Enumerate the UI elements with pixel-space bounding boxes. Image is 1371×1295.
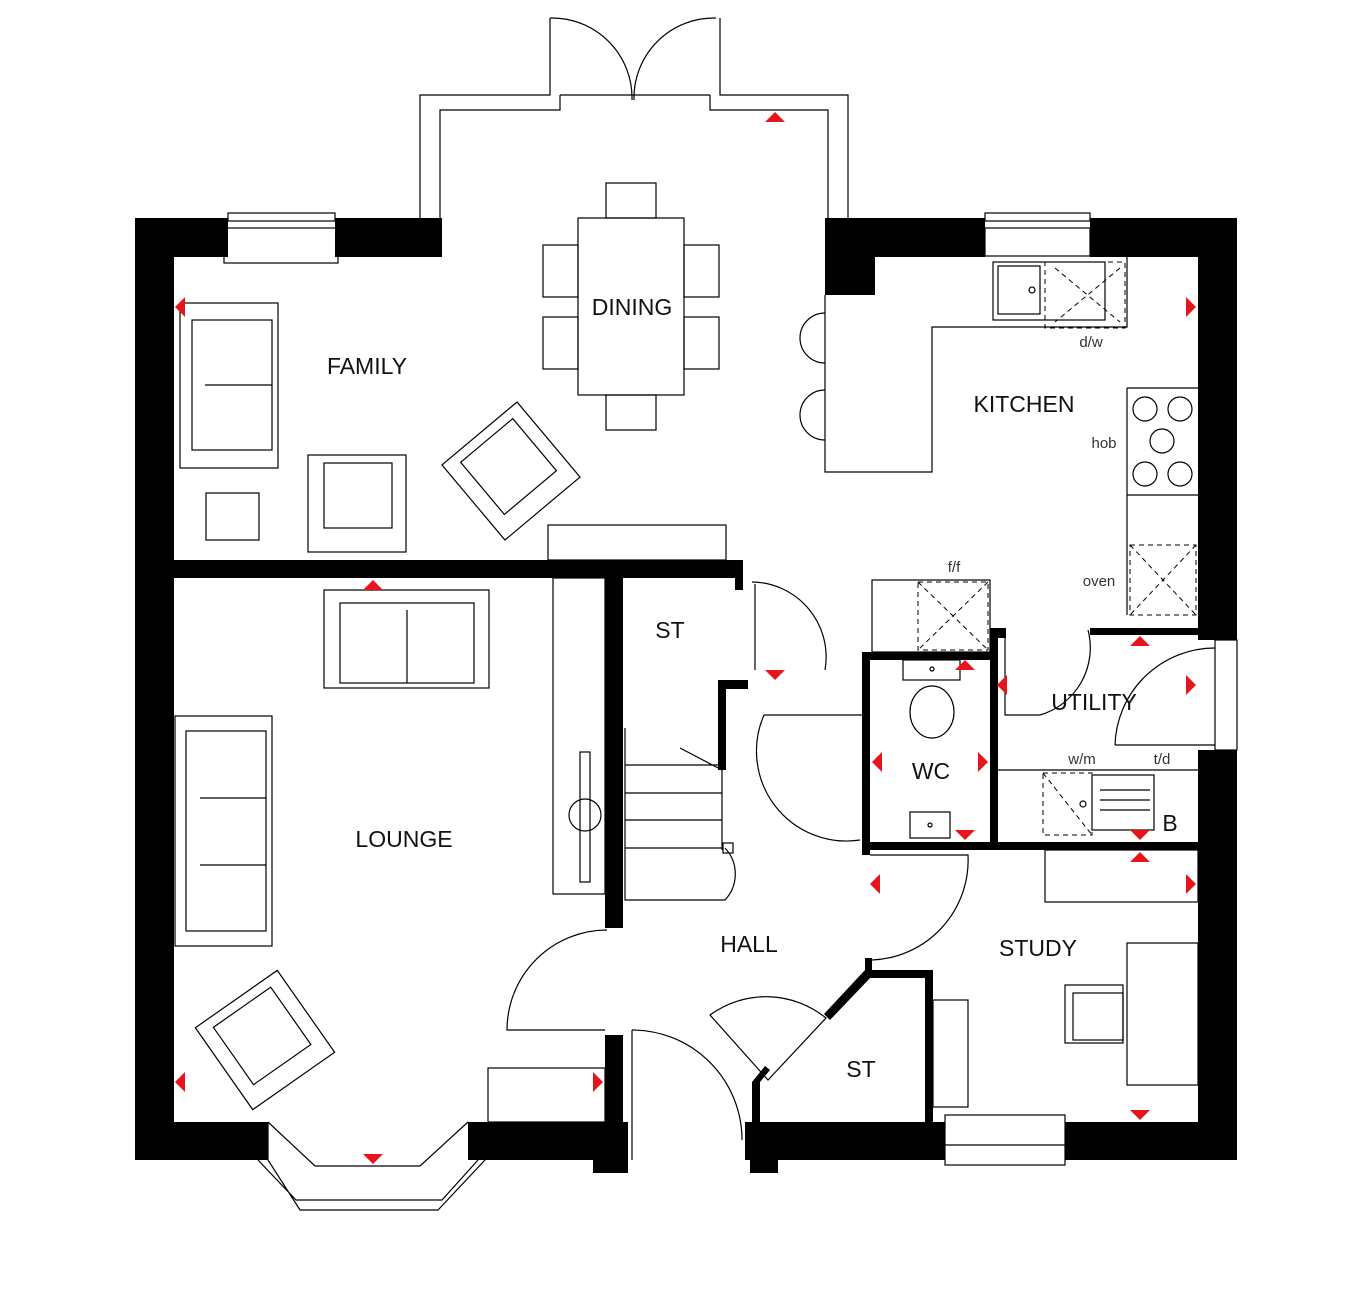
- room-label-wc: WC: [912, 758, 950, 784]
- label-fridge-freezer: f/f: [948, 559, 961, 576]
- label-dishwasher: d/w: [1079, 334, 1103, 351]
- label-tumble-dryer: t/d: [1154, 751, 1171, 768]
- room-label-dining: DINING: [592, 294, 673, 320]
- label-oven: oven: [1083, 573, 1116, 590]
- room-label-utility: UTILITY: [1051, 689, 1137, 715]
- room-labels: FAMILY DINING KITCHEN LOUNGE ST WC UTILI…: [327, 294, 1137, 1082]
- room-label-study: STUDY: [999, 935, 1077, 961]
- room-label-lounge: LOUNGE: [355, 826, 452, 852]
- appliance-labels: d/w hob oven f/f w/m t/d B: [948, 334, 1178, 836]
- room-label-kitchen: KITCHEN: [974, 391, 1075, 417]
- label-washing-machine: w/m: [1067, 751, 1096, 768]
- room-label-store-lower: ST: [846, 1056, 875, 1082]
- room-label-store-upper: ST: [655, 617, 684, 643]
- label-hob: hob: [1091, 435, 1116, 452]
- label-boiler: B: [1162, 810, 1177, 836]
- doors: [506, 581, 1216, 1160]
- light-markers: [175, 112, 1196, 1164]
- furniture: [174, 182, 1199, 1123]
- walls: [135, 218, 1237, 1173]
- stairs: [552, 577, 736, 901]
- windows-and-extension: [223, 17, 1238, 1211]
- room-label-family: FAMILY: [327, 353, 407, 379]
- room-label-hall: HALL: [720, 931, 778, 957]
